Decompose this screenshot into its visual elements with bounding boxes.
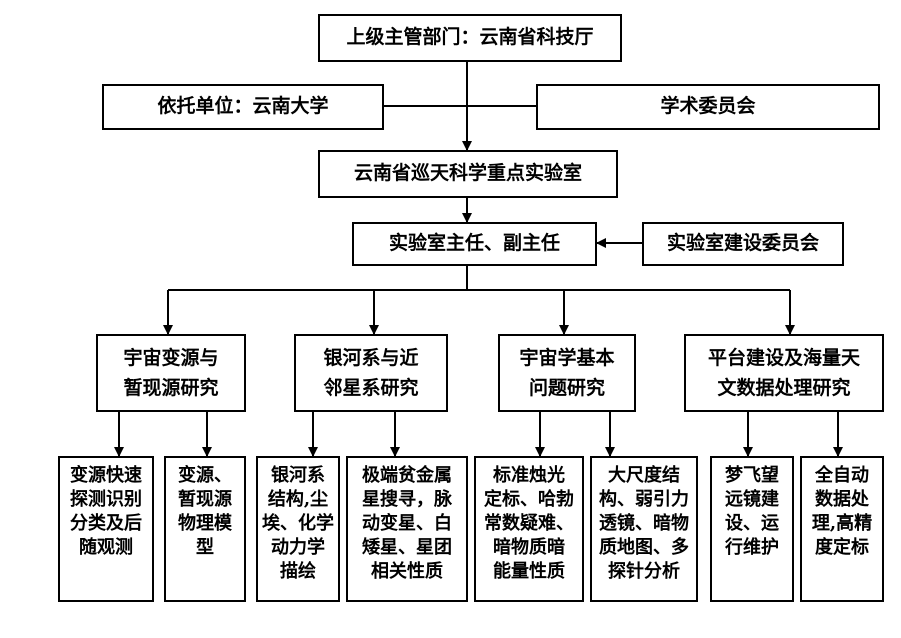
node-leaf-galaxy-1: 银河系 结构,尘 埃、化学 动力学 描绘: [256, 456, 340, 602]
node-leaf-platform-2: 全自动 数据处 理,高精 度定标: [800, 456, 884, 602]
node-leaf-galaxy-2: 极端贫金属 星搜寻，脉 动变星、白 矮星、星团 相关性质: [346, 456, 468, 602]
node-dept-transient: 宇宙变源与 暂现源研究: [96, 334, 246, 412]
node-dept-cosmology: 宇宙学基本 问题研究: [498, 334, 636, 412]
node-leaf-platform-2-label: 全自动 数据处 理,高精 度定标: [811, 465, 873, 558]
node-construction-committee: 实验室建设委员会: [642, 222, 844, 266]
node-leaf-transient-2-label: 变源、 暂现源 物理模 型: [178, 465, 232, 558]
node-academic-committee-label: 学术委员会: [660, 95, 756, 118]
node-leaf-transient-2: 变源、 暂现源 物理模 型: [164, 456, 246, 602]
node-leaf-transient-1: 变源快速 探测识别 分类及后 随观测: [58, 456, 154, 602]
node-academic-committee: 学术委员会: [536, 84, 880, 130]
node-director-label: 实验室主任、副主任: [388, 232, 560, 255]
node-dept-cosmology-label: 宇宙学基本 问题研究: [519, 346, 615, 399]
node-dept-platform-label: 平台建设及海量天 文数据处理研究: [707, 346, 860, 399]
node-lab: 云南省巡天科学重点实验室: [318, 150, 618, 198]
node-director: 实验室主任、副主任: [352, 222, 597, 266]
node-host-unit-label: 依托单位：云南大学: [157, 95, 329, 118]
node-dept-platform: 平台建设及海量天 文数据处理研究: [684, 334, 884, 412]
node-leaf-transient-1-label: 变源快速 探测识别 分类及后 随观测: [70, 465, 142, 558]
node-supervisor: 上级主管部门：云南省科技厅: [318, 14, 622, 62]
node-leaf-platform-1: 梦飞望 远镜建 设、运 行维护: [710, 456, 794, 602]
node-leaf-cosmology-1: 标准烛光 定标、哈勃 常数疑难、 暗物质暗 能量性质: [474, 456, 584, 602]
node-dept-galaxy-label: 银河系与近 邻星系研究: [323, 346, 419, 399]
node-host-unit: 依托单位：云南大学: [102, 84, 384, 130]
node-leaf-cosmology-1-label: 标准烛光 定标、哈勃 常数疑难、 暗物质暗 能量性质: [484, 465, 574, 582]
node-dept-transient-label: 宇宙变源与 暂现源研究: [123, 346, 219, 399]
node-lab-label: 云南省巡天科学重点实验室: [353, 162, 582, 185]
node-leaf-cosmology-2: 大尺度结 构、弱引力 透镜、暗物 质地图、多 探针分析: [590, 456, 698, 602]
node-leaf-galaxy-1-label: 银河系 结构,尘 埃、化学 动力学 描绘: [262, 465, 334, 582]
node-leaf-galaxy-2-label: 极端贫金属 星搜寻，脉 动变星、白 矮星、星团 相关性质: [362, 465, 452, 582]
node-construction-committee-label: 实验室建设委员会: [666, 232, 819, 255]
node-supervisor-label: 上级主管部门：云南省科技厅: [346, 26, 594, 49]
node-leaf-cosmology-2-label: 大尺度结 构、弱引力 透镜、暗物 质地图、多 探针分析: [599, 465, 689, 582]
node-leaf-platform-1-label: 梦飞望 远镜建 设、运 行维护: [725, 465, 779, 558]
node-dept-galaxy: 银河系与近 邻星系研究: [294, 334, 448, 412]
